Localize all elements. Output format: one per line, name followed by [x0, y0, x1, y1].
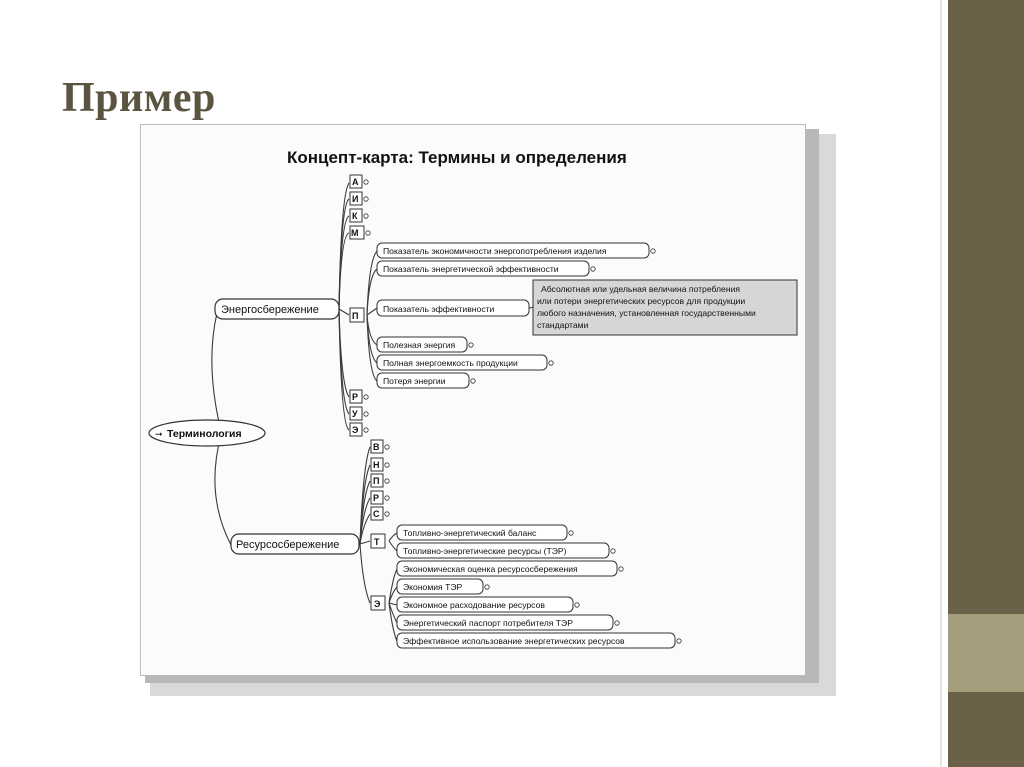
- slide-title: Пример: [62, 75, 216, 121]
- term-node: Полезная энергия: [376, 336, 474, 353]
- branch-resource-node: Ресурсосбережение: [230, 533, 360, 555]
- branch-energy-label: Энергосбережение: [221, 304, 319, 316]
- letter-node: Н: [370, 457, 390, 472]
- svg-text:Р: Р: [352, 392, 358, 402]
- branch-energy-node: Энергосбережение: [214, 298, 340, 320]
- concept-map-diagram: Концепт-карта: Термины и определения ➞ Т…: [148, 148, 798, 649]
- definition-box: Абсолютная или удельная величина потребл…: [532, 279, 798, 336]
- root-label: Терминология: [167, 428, 242, 440]
- svg-text:У: У: [352, 409, 358, 419]
- svg-text:стандартами: стандартами: [537, 320, 589, 330]
- concept-map-image: Концепт-карта: Термины и определения ➞ Т…: [140, 124, 806, 676]
- term-node: Экономическая оценка ресурсосбережения: [396, 560, 624, 577]
- term-node: Экономное расходование ресурсов: [396, 596, 580, 613]
- letter-node-e: Э: [370, 595, 386, 611]
- svg-text:Полезная энергия: Полезная энергия: [383, 340, 456, 350]
- letter-node: У: [349, 406, 369, 421]
- svg-text:Полная энергоемкость продукции: Полная энергоемкость продукции: [383, 358, 518, 368]
- svg-text:Показатель эффективности: Показатель эффективности: [383, 304, 495, 314]
- svg-text:Э: Э: [352, 425, 359, 435]
- letter-node: В: [370, 439, 390, 454]
- svg-text:П: П: [373, 476, 379, 486]
- term-node: Полная энергоемкость продукции: [376, 354, 554, 371]
- letter-node-t: Т: [370, 533, 386, 549]
- svg-text:или потери энергетических ресу: или потери энергетических ресурсов для п…: [537, 296, 745, 306]
- svg-text:Экономическая оценка ресурсосб: Экономическая оценка ресурсосбережения: [403, 564, 578, 574]
- letter-node: И: [349, 191, 369, 206]
- letter-node: К: [349, 208, 369, 223]
- letter-node: Р: [349, 389, 369, 404]
- root-node: ➞ Терминология: [148, 419, 266, 447]
- side-accent-block: [948, 614, 1024, 692]
- side-divider-line: [940, 0, 942, 767]
- term-node: Показатель энергетической эффективности: [376, 260, 596, 277]
- letter-node: С: [370, 506, 390, 521]
- svg-text:Р: Р: [373, 493, 379, 503]
- svg-text:И: И: [352, 194, 358, 204]
- svg-text:Н: Н: [373, 460, 380, 470]
- svg-text:Топливно-энергетические ресурс: Топливно-энергетические ресурсы (ТЭР): [403, 546, 567, 556]
- map-title: Концепт-карта: Термины и определения: [287, 148, 627, 167]
- svg-text:Показатель экономичности энерг: Показатель экономичности энергопотреблен…: [383, 246, 607, 256]
- svg-text:П: П: [352, 311, 358, 321]
- root-arrow-icon: ➞: [155, 429, 163, 439]
- letter-node: М: [349, 225, 371, 240]
- letter-node: Э: [349, 422, 369, 437]
- svg-text:Экономия ТЭР: Экономия ТЭР: [403, 582, 463, 592]
- svg-text:любого назначения, установленн: любого назначения, установленная государ…: [537, 308, 756, 318]
- svg-text:Показатель энергетической эффе: Показатель энергетической эффективности: [383, 264, 559, 274]
- term-node: Энергетический паспорт потребителя ТЭР: [396, 614, 620, 631]
- svg-text:Э: Э: [374, 599, 381, 609]
- svg-text:В: В: [373, 442, 380, 452]
- letter-node: Р: [370, 490, 390, 505]
- letter-node-p: П: [349, 307, 365, 323]
- svg-text:Топливно-энергетический баланс: Топливно-энергетический баланс: [403, 528, 537, 538]
- letter-node: А: [349, 174, 369, 189]
- term-node: Топливно-энергетические ресурсы (ТЭР): [396, 542, 616, 559]
- svg-text:Эффективное использование энер: Эффективное использование энергетических…: [403, 636, 625, 646]
- svg-text:Потеря энергии: Потеря энергии: [383, 376, 446, 386]
- letter-node: П: [370, 473, 390, 488]
- svg-text:Экономное расходование ресурсо: Экономное расходование ресурсов: [403, 600, 545, 610]
- term-node: Показатель экономичности энергопотреблен…: [376, 242, 656, 259]
- branch-resource-label: Ресурсосбережение: [236, 539, 339, 551]
- term-node: Показатель эффективности: [376, 299, 530, 317]
- svg-text:М: М: [351, 228, 359, 238]
- term-node: Потеря энергии: [376, 372, 476, 389]
- svg-text:С: С: [373, 509, 380, 519]
- svg-text:К: К: [352, 211, 358, 221]
- term-node: Экономия ТЭР: [396, 578, 490, 595]
- term-node: Эффективное использование энергетических…: [396, 632, 682, 649]
- term-node: Топливно-энергетический баланс: [396, 524, 574, 541]
- svg-text:Энергетический паспорт потреби: Энергетический паспорт потребителя ТЭР: [403, 618, 573, 628]
- svg-text:Т: Т: [374, 537, 380, 547]
- svg-text:Абсолютная или удельная величи: Абсолютная или удельная величина потребл…: [541, 284, 740, 294]
- svg-text:А: А: [352, 177, 359, 187]
